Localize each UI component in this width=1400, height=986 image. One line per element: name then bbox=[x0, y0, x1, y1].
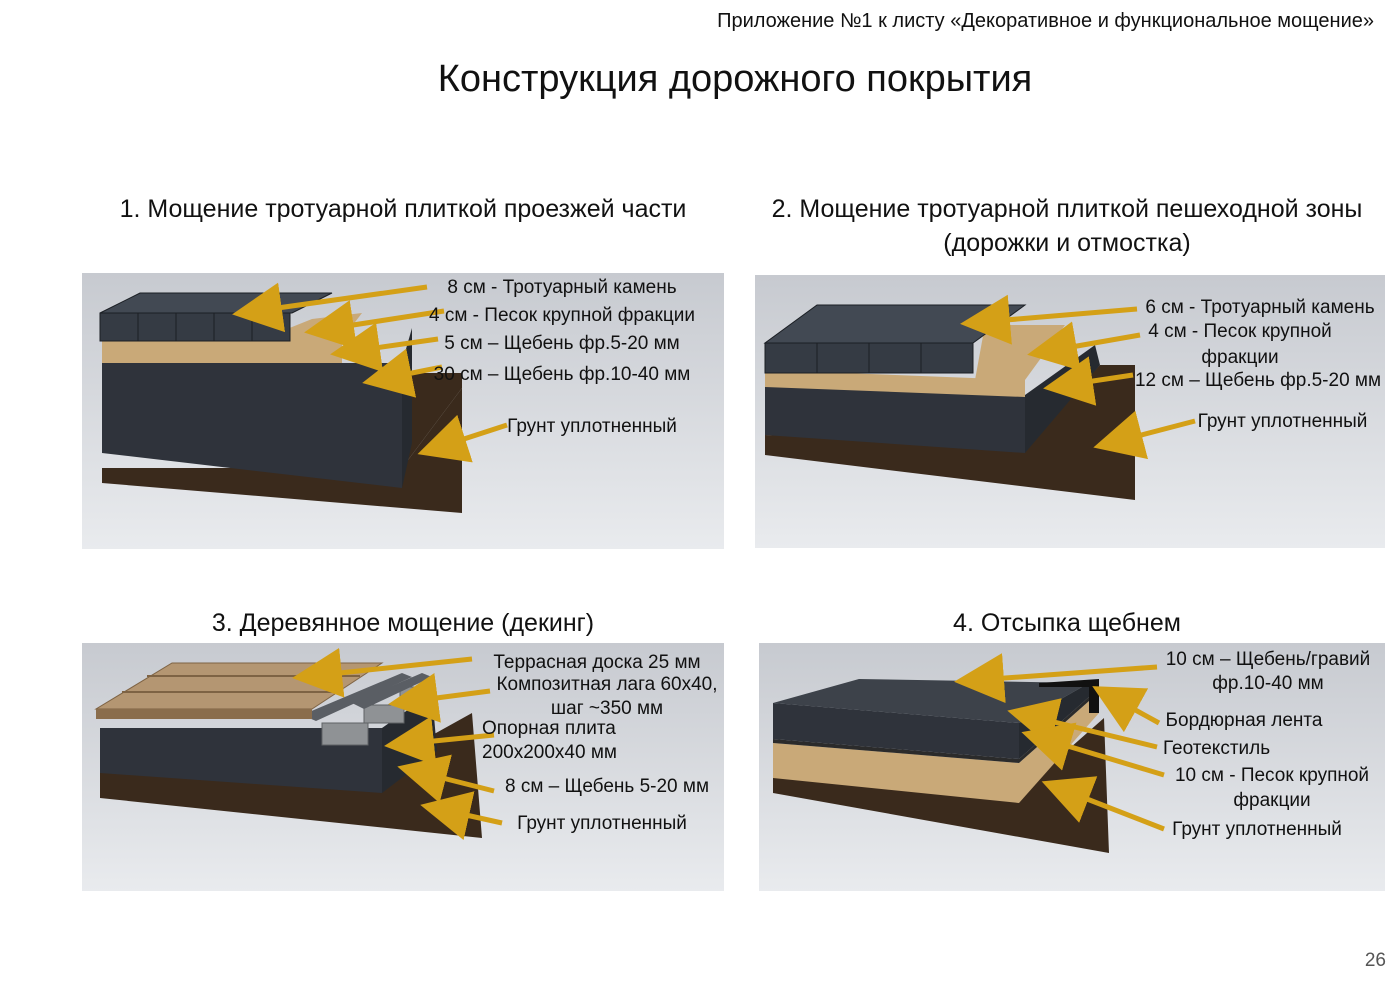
layer-label: фр.10-40 мм bbox=[1212, 673, 1324, 694]
decking-cross-section bbox=[82, 643, 724, 891]
soil-layer bbox=[773, 718, 1109, 853]
layer-label: 6 см - Тротуарный камень bbox=[1145, 297, 1375, 318]
section-4-illustration: 10 см – Щебень/гравий фр.10-40 мм Бордюр… bbox=[759, 643, 1385, 891]
layer-label: Грунт уплотненный bbox=[1197, 411, 1368, 432]
gravel-layer bbox=[773, 703, 1019, 759]
pointer-arrows bbox=[292, 647, 503, 841]
layer-label: Террасная доска 25 мм bbox=[493, 652, 701, 673]
layer-label: 30 см – Щебень фр.10-40 мм bbox=[433, 364, 691, 385]
section-1-illustration: 8 см - Тротуарный камень 4 см - Песок кр… bbox=[82, 273, 724, 549]
crushed-stone-layer bbox=[102, 363, 402, 488]
layer-label: шаг ~350 мм bbox=[550, 698, 664, 719]
section-2-title-line1: 2. Мощение тротуарной плиткой пешеходной… bbox=[771, 195, 1363, 223]
pavement-cross-section-2 bbox=[755, 275, 1385, 548]
section-2-title: 2. Мощение тротуарной плиткой пешеходной… bbox=[732, 192, 1400, 260]
geotextile-layer bbox=[773, 697, 1089, 763]
layer-label: Грунт уплотненный bbox=[517, 813, 687, 834]
layer-label: Грунт уплотненный bbox=[507, 416, 677, 437]
crushed-stone-layer bbox=[100, 728, 382, 793]
paving-stones bbox=[763, 304, 1027, 374]
layer-label: Бордюрная лента bbox=[1165, 710, 1323, 731]
section-2-title-line2: (дорожки и отмостка) bbox=[943, 229, 1191, 257]
pavement-cross-section-1 bbox=[82, 273, 724, 549]
layer-label: Опорная плита bbox=[482, 718, 616, 739]
appendix-header: Приложение №1 к листу «Декоративное и фу… bbox=[717, 10, 1374, 32]
gravel-fill-cross-section bbox=[759, 643, 1385, 891]
sand-layer bbox=[102, 339, 342, 363]
page-number: 26 bbox=[1364, 950, 1386, 971]
layer-label: фракции bbox=[1201, 347, 1279, 368]
layer-label: 8 см - Тротуарный камень bbox=[447, 277, 677, 298]
layer-label: Композитная лага 60х40, bbox=[496, 674, 718, 695]
layer-label: 4 см - Песок крупной bbox=[1148, 321, 1332, 342]
soil-layer bbox=[765, 365, 1135, 500]
sand-layer bbox=[765, 370, 1025, 397]
pointer-arrows bbox=[954, 653, 1165, 832]
section-3-title: 3. Деревянное мощение (декинг) bbox=[211, 609, 595, 637]
section-1-title: 1. Мощение тротуарной плиткой проезжей ч… bbox=[119, 195, 687, 223]
page-title: Конструкция дорожного покрытия bbox=[437, 58, 1033, 100]
layer-label: фракции bbox=[1233, 790, 1311, 811]
layer-label: 5 см – Щебень фр.5-20 мм bbox=[444, 333, 680, 354]
section-2-illustration: 6 см - Тротуарный камень 4 см - Песок кр… bbox=[755, 275, 1385, 548]
layer-label: 10 см – Щебень/гравий bbox=[1165, 649, 1371, 670]
layer-label: 10 см - Песок крупной bbox=[1174, 765, 1370, 786]
section-3-illustration: Террасная доска 25 мм Композитная лага 6… bbox=[82, 643, 724, 891]
layer-label: 8 см – Щебень 5-20 мм bbox=[504, 776, 710, 797]
layer-label: 12 см – Щебень фр.5-20 мм bbox=[1134, 370, 1382, 391]
section-4-title: 4. Отсыпка щебнем bbox=[953, 609, 1181, 637]
layer-label: 4 см - Песок крупной фракции bbox=[429, 305, 695, 326]
pointer-arrows bbox=[232, 282, 508, 463]
crushed-stone-layer bbox=[765, 385, 1025, 453]
layer-label: Геотекстиль bbox=[1163, 738, 1271, 759]
layer-label: Грунт уплотненный bbox=[1172, 819, 1342, 840]
layer-label: 200х200х40 мм bbox=[482, 742, 617, 763]
pointer-arrows bbox=[960, 294, 1196, 460]
